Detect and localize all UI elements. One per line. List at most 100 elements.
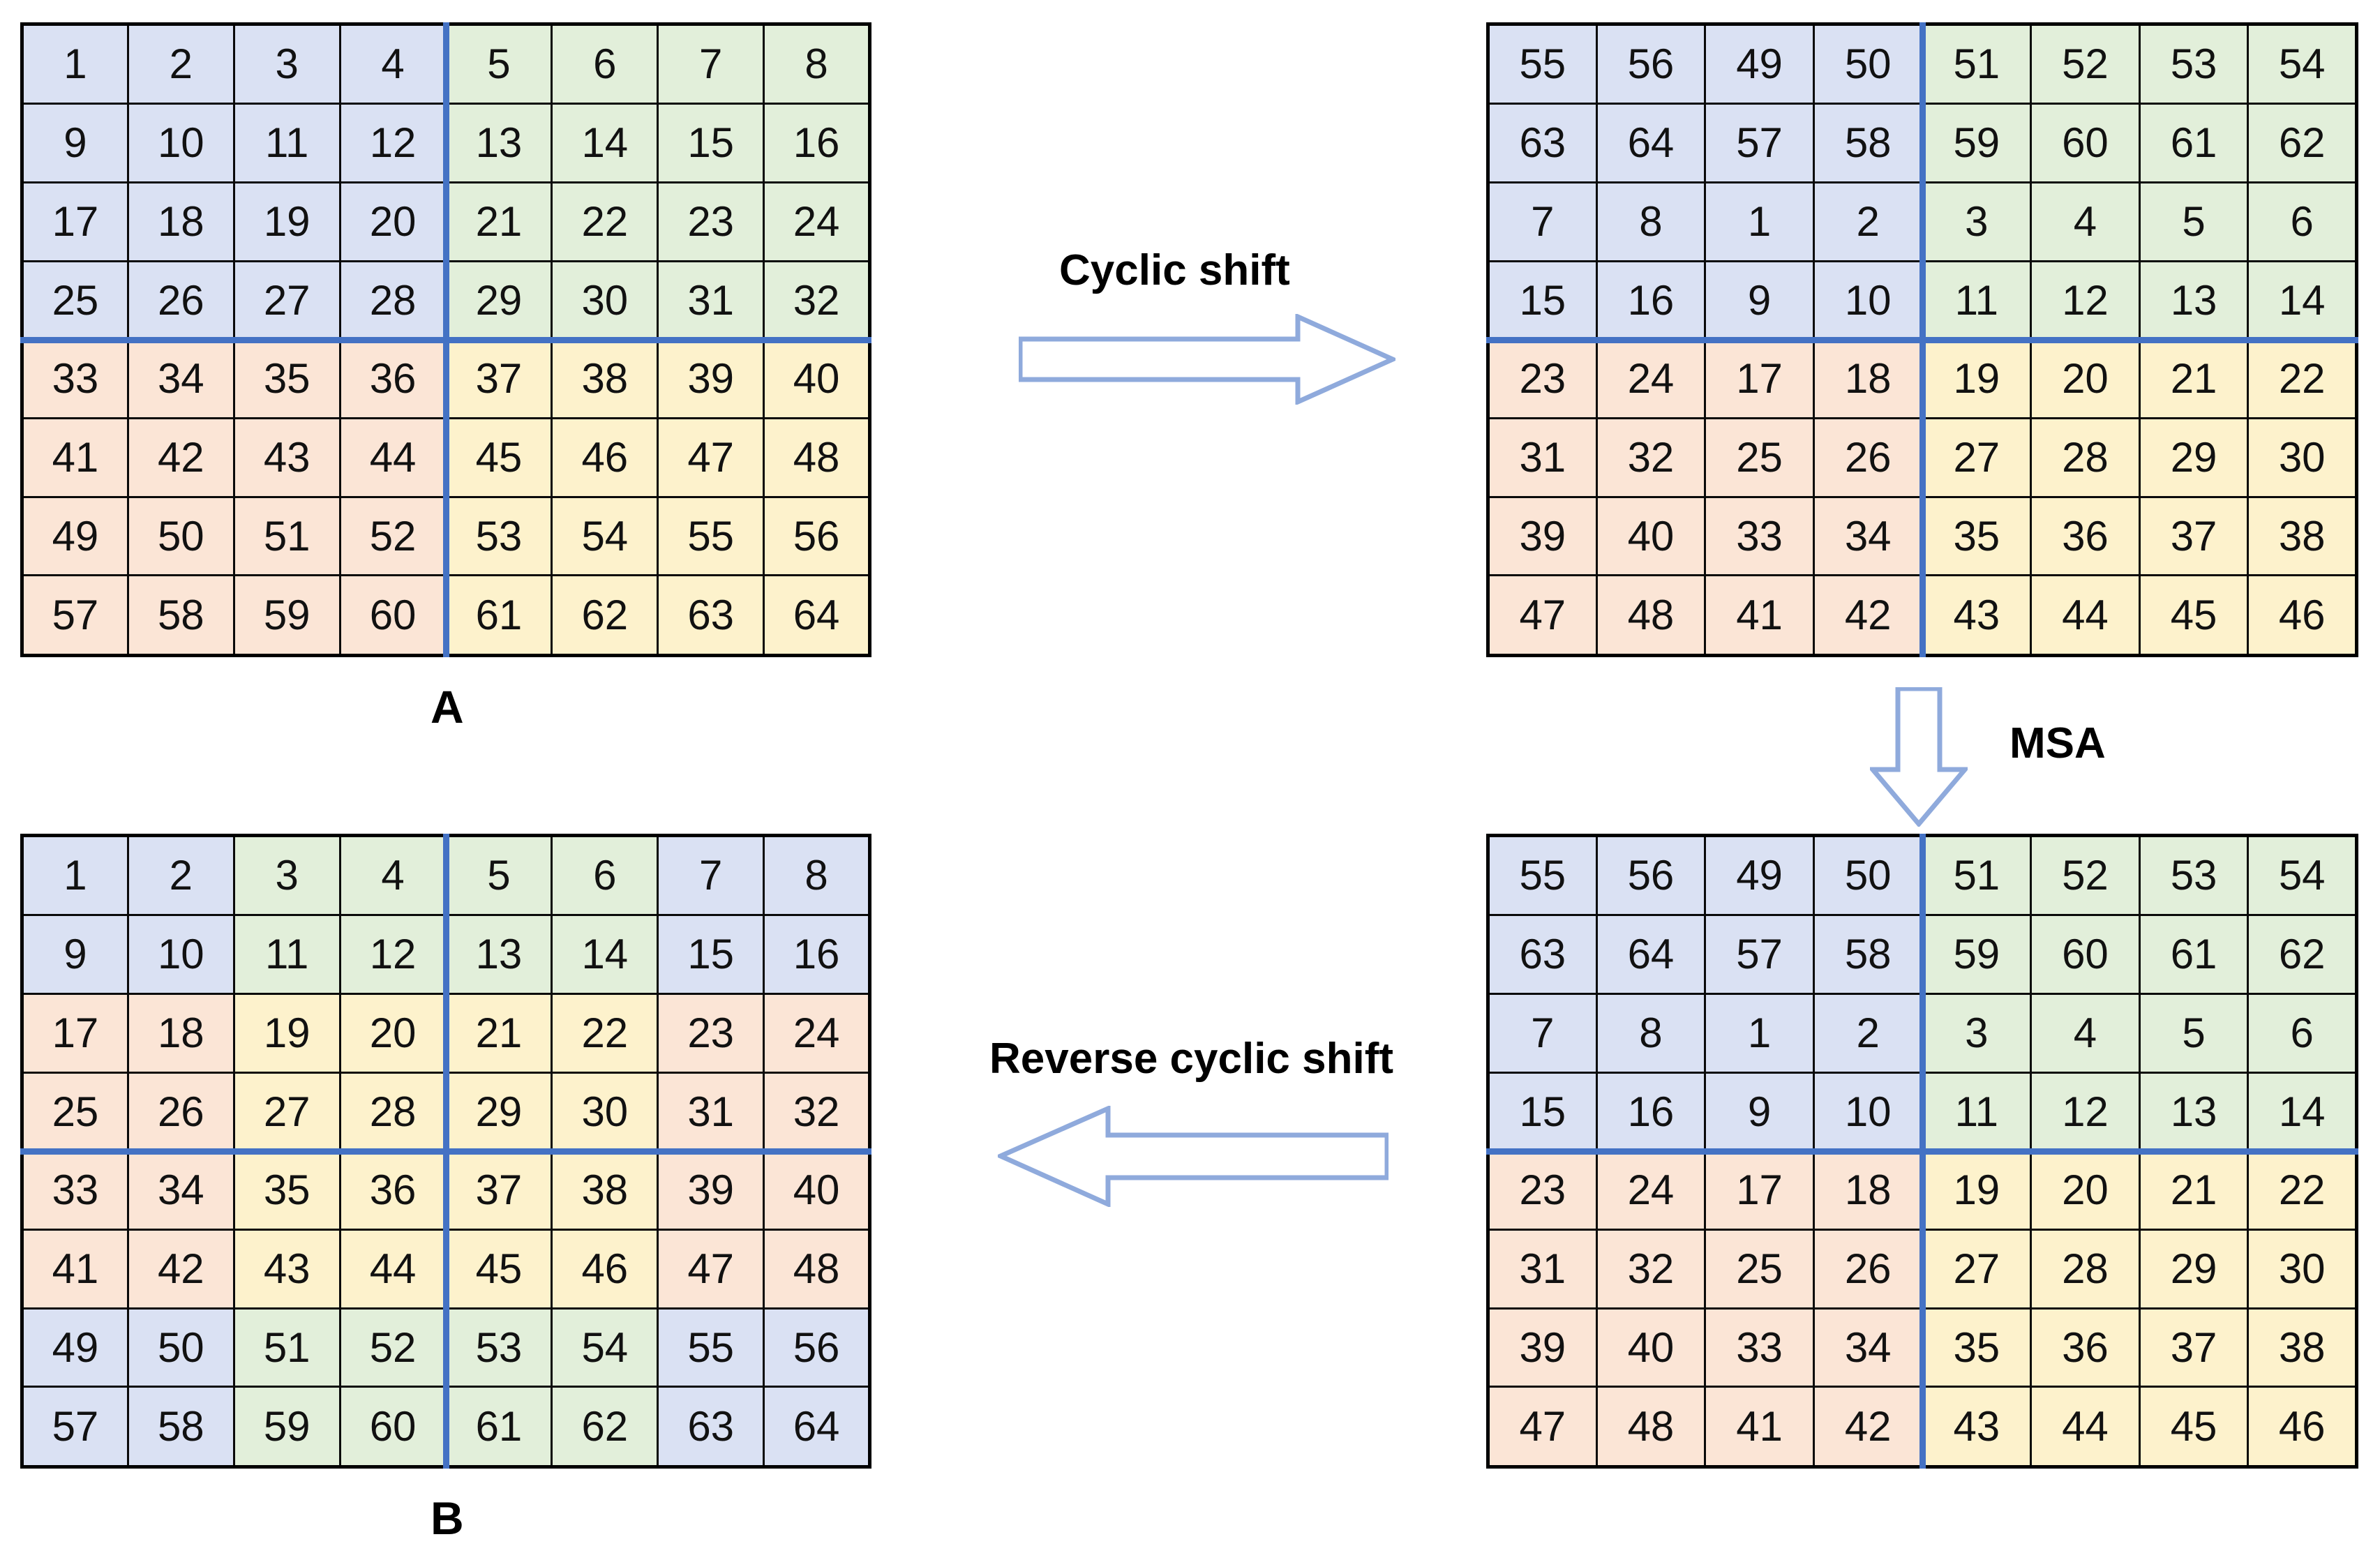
grid-cell: 24 <box>1595 338 1707 420</box>
grid-cell: 16 <box>763 103 871 184</box>
grid-cell: 52 <box>2030 834 2141 917</box>
grid-cell: 19 <box>1921 1150 2033 1231</box>
grid-cell: 22 <box>551 181 659 262</box>
grid-cell: 53 <box>2138 834 2250 917</box>
grid-cell: 27 <box>232 1071 341 1153</box>
grid-cell: 54 <box>2247 834 2358 917</box>
grid-cell: 56 <box>763 495 871 577</box>
grid-cell: 46 <box>2247 574 2358 657</box>
grid-cell: 7 <box>1487 181 1598 262</box>
grid-cell: 10 <box>126 914 235 996</box>
grid-cell: 39 <box>1487 495 1598 577</box>
grid-cell: 51 <box>232 1307 341 1388</box>
grid-cell: 58 <box>1812 103 1924 184</box>
grid-cell: 43 <box>232 1229 341 1310</box>
grid-cell: 39 <box>657 338 765 420</box>
grid-cell: 48 <box>1595 574 1707 657</box>
grid-cell: 15 <box>657 914 765 996</box>
grid-cell: 34 <box>126 1150 235 1231</box>
grid-cell: 37 <box>2138 1307 2250 1388</box>
grid-cell: 34 <box>1812 495 1924 577</box>
grid-cell: 49 <box>1704 834 1815 917</box>
grid-cell: 56 <box>763 1307 871 1388</box>
grid-cell: 58 <box>126 574 235 657</box>
grid-cell: 19 <box>1921 338 2033 420</box>
grid-cell: 62 <box>551 574 659 657</box>
grid-cell: 46 <box>2247 1386 2358 1468</box>
grid-cell: 47 <box>657 417 765 498</box>
grid-cell: 36 <box>2030 1307 2141 1388</box>
grid-cell: 32 <box>1595 417 1707 498</box>
grid-cell: 43 <box>232 417 341 498</box>
grid-cell: 15 <box>1487 260 1598 341</box>
grid-cell: 12 <box>2030 260 2141 341</box>
grid-cell: 41 <box>21 417 129 498</box>
grid-cell: 11 <box>1921 260 2033 341</box>
grid-cell: 57 <box>21 574 129 657</box>
grid-cell: 30 <box>2247 417 2358 498</box>
grid-cell: 37 <box>2138 495 2250 577</box>
grid-cell: 37 <box>444 1150 553 1231</box>
grid-cell: 2 <box>1812 993 1924 1074</box>
grid-cell: 27 <box>1921 417 2033 498</box>
grid-cell: 62 <box>2247 914 2358 996</box>
grid-cell: 5 <box>444 834 553 917</box>
grid-cell: 18 <box>126 181 235 262</box>
grid-cell: 21 <box>2138 1150 2250 1231</box>
grid-cell: 45 <box>444 417 553 498</box>
grid-cell: 58 <box>1812 914 1924 996</box>
grid-cell: 6 <box>2247 181 2358 262</box>
grid-cell: 20 <box>338 993 447 1074</box>
grid-cell: 20 <box>338 181 447 262</box>
grid-cell: 5 <box>2138 993 2250 1074</box>
grid-cell: 7 <box>1487 993 1598 1074</box>
grid-cell: 57 <box>21 1386 129 1468</box>
grid-cell: 62 <box>2247 103 2358 184</box>
grid-cell: 36 <box>338 338 447 420</box>
grid-cell: 8 <box>763 834 871 917</box>
grid-cell: 48 <box>763 1229 871 1310</box>
grid-cell: 36 <box>2030 495 2141 577</box>
grid-cell: 10 <box>126 103 235 184</box>
grid-cell: 27 <box>1921 1229 2033 1310</box>
grid-cell: 42 <box>126 417 235 498</box>
grid-cell: 21 <box>444 181 553 262</box>
grid-cell: 38 <box>2247 495 2358 577</box>
grid-cell: 33 <box>1704 1307 1815 1388</box>
grid-cell: 13 <box>444 914 553 996</box>
grid-cell: 55 <box>1487 834 1598 917</box>
grid-cell: 23 <box>1487 1150 1598 1231</box>
grid-cell: 14 <box>2247 260 2358 341</box>
grid-cell: 18 <box>1812 338 1924 420</box>
grid-cell: 46 <box>551 417 659 498</box>
grid-cell: 23 <box>657 993 765 1074</box>
grid-cell: 22 <box>551 993 659 1074</box>
grid-cell: 14 <box>2247 1071 2358 1153</box>
grid-cell: 54 <box>551 1307 659 1388</box>
grid-cell: 17 <box>1704 1150 1815 1231</box>
grid-cell: 60 <box>2030 103 2141 184</box>
grid-cell: 4 <box>338 22 447 105</box>
reverse-cyclic-shift-arrow <box>998 1106 1389 1207</box>
grid-cell: 10 <box>1812 1071 1924 1153</box>
grid-cell: 35 <box>232 338 341 420</box>
grid-cell: 45 <box>2138 1386 2250 1468</box>
grid-cell: 37 <box>444 338 553 420</box>
grid-cell: 2 <box>126 834 235 917</box>
grid-cell: 34 <box>1812 1307 1924 1388</box>
grid-cell: 26 <box>126 260 235 341</box>
grid-cell: 30 <box>2247 1229 2358 1310</box>
